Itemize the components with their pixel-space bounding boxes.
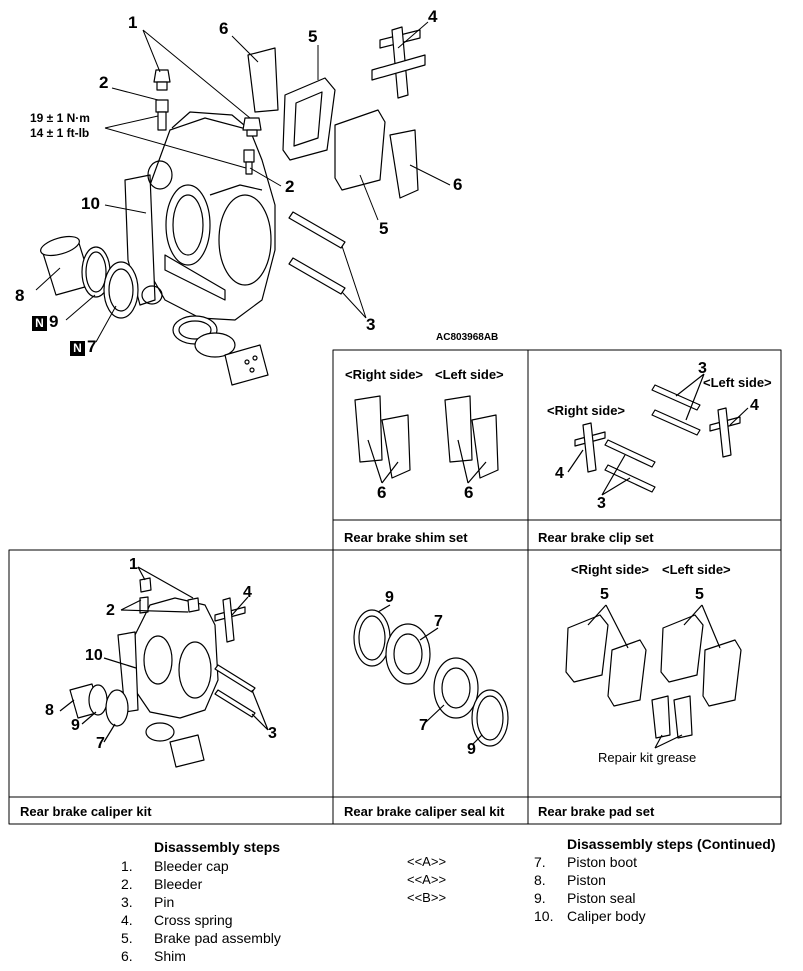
step-item: 9.Piston seal bbox=[534, 890, 636, 906]
disassembly-continued-list: 7.Piston boot 8.Piston 9.Piston seal 10.… bbox=[534, 853, 646, 925]
right-side-label: <Right side> bbox=[345, 367, 424, 382]
right-side-label: <Right side> bbox=[571, 562, 650, 577]
callout-1: 1 bbox=[129, 556, 138, 573]
shim-drawing bbox=[247, 47, 419, 199]
bleeder-cap-drawing bbox=[153, 69, 262, 137]
piston-group-bottom-drawing bbox=[172, 315, 269, 386]
kit-label-clip-set: Rear brake clip set bbox=[538, 530, 654, 545]
step-mark: <<A>> bbox=[407, 854, 447, 869]
callout-7: 7 bbox=[96, 735, 105, 752]
panel-grid bbox=[8, 349, 782, 825]
caliper-kit-drawing bbox=[59, 566, 269, 768]
step-marks: <<A>> <<A>> <<B>> bbox=[407, 853, 446, 907]
callout-5: 5 bbox=[695, 586, 704, 603]
torque-spec: 19 ± 1 N·m 14 ± 1 ft-lb bbox=[30, 111, 90, 140]
clip-set-drawing bbox=[567, 373, 749, 496]
callout-9: 9 bbox=[467, 741, 476, 758]
pad-set-drawing bbox=[565, 604, 742, 749]
seal-kit-drawing bbox=[353, 604, 509, 747]
callout-3: 3 bbox=[597, 495, 606, 512]
callout-4: 4 bbox=[555, 465, 564, 482]
callout-2: 2 bbox=[106, 602, 115, 619]
new-part-mark: N bbox=[70, 341, 85, 356]
callout-5: 5 bbox=[600, 586, 609, 603]
callout-2: 2 bbox=[285, 177, 295, 196]
right-side-label: <Right side> bbox=[547, 403, 626, 418]
callout-7: 7 bbox=[434, 613, 443, 630]
step-item: 8.Piston bbox=[534, 872, 606, 888]
callout-6: 6 bbox=[377, 483, 387, 502]
callout-6: 6 bbox=[219, 19, 229, 38]
kit-label-seal-kit: Rear brake caliper seal kit bbox=[344, 804, 505, 819]
step-item: 2.Bleeder bbox=[121, 876, 203, 892]
callout-8: 8 bbox=[15, 286, 25, 305]
callout-6: 6 bbox=[453, 175, 463, 194]
callout-8: 8 bbox=[45, 702, 54, 719]
callout-1: 1 bbox=[128, 13, 138, 32]
left-side-label: <Left side> bbox=[435, 367, 504, 382]
callout-2: 2 bbox=[99, 73, 109, 92]
step-item: 7.Piston boot bbox=[534, 854, 638, 870]
disassembly-title: Disassembly steps bbox=[154, 839, 281, 855]
step-item: 5.Brake pad assembly bbox=[121, 930, 281, 946]
kit-label-pad-set: Rear brake pad set bbox=[538, 804, 655, 819]
kit-label-caliper-kit: Rear brake caliper kit bbox=[20, 804, 152, 819]
cross-spring-drawing bbox=[371, 26, 426, 99]
bleeder-drawing bbox=[155, 99, 255, 175]
left-side-label: <Left side> bbox=[703, 375, 772, 390]
callout-10: 10 bbox=[81, 194, 100, 213]
callout-5: 5 bbox=[379, 219, 389, 238]
callout-4: 4 bbox=[243, 584, 252, 601]
brake-pad-drawing bbox=[282, 77, 386, 191]
callout-7: 7 bbox=[419, 717, 428, 734]
figure-code: AC803968AB bbox=[436, 332, 499, 343]
disassembly-list: 1.Bleeder cap 2.Bleeder 3.Pin 4.Cross sp… bbox=[121, 857, 281, 965]
step-item: 4.Cross spring bbox=[121, 912, 233, 928]
callout-9: 9 bbox=[385, 589, 394, 606]
grease-label: Repair kit grease bbox=[598, 750, 697, 765]
disassembly-continued-title: Disassembly steps (Continued) bbox=[567, 836, 776, 852]
step-item: 10.Caliper body bbox=[534, 908, 646, 924]
kit-label-shim-set: Rear brake shim set bbox=[344, 530, 468, 545]
callout-6: 6 bbox=[464, 483, 474, 502]
new-part-mark: N bbox=[32, 316, 47, 331]
step-item: 1.Bleeder cap bbox=[121, 858, 229, 874]
left-side-label: <Left side> bbox=[662, 562, 731, 577]
step-mark: <<A>> bbox=[407, 872, 447, 887]
callout-3: 3 bbox=[268, 725, 277, 742]
step-item: 6.Shim bbox=[121, 948, 186, 964]
step-item: 3.Pin bbox=[121, 894, 175, 910]
piston-group-left-drawing bbox=[40, 235, 139, 319]
step-mark: <<B>> bbox=[407, 890, 447, 905]
callout-9: 9 bbox=[71, 717, 80, 734]
callout-3: 3 bbox=[366, 315, 376, 334]
caliper-body-drawing bbox=[124, 111, 276, 321]
callout-10: 10 bbox=[85, 647, 103, 664]
shim-set-drawing bbox=[354, 395, 499, 484]
callout-4: 4 bbox=[428, 7, 438, 26]
callout-3: 3 bbox=[698, 360, 707, 377]
pin-drawing bbox=[288, 211, 346, 295]
callout-5: 5 bbox=[308, 27, 318, 46]
callout-4: 4 bbox=[750, 397, 759, 414]
